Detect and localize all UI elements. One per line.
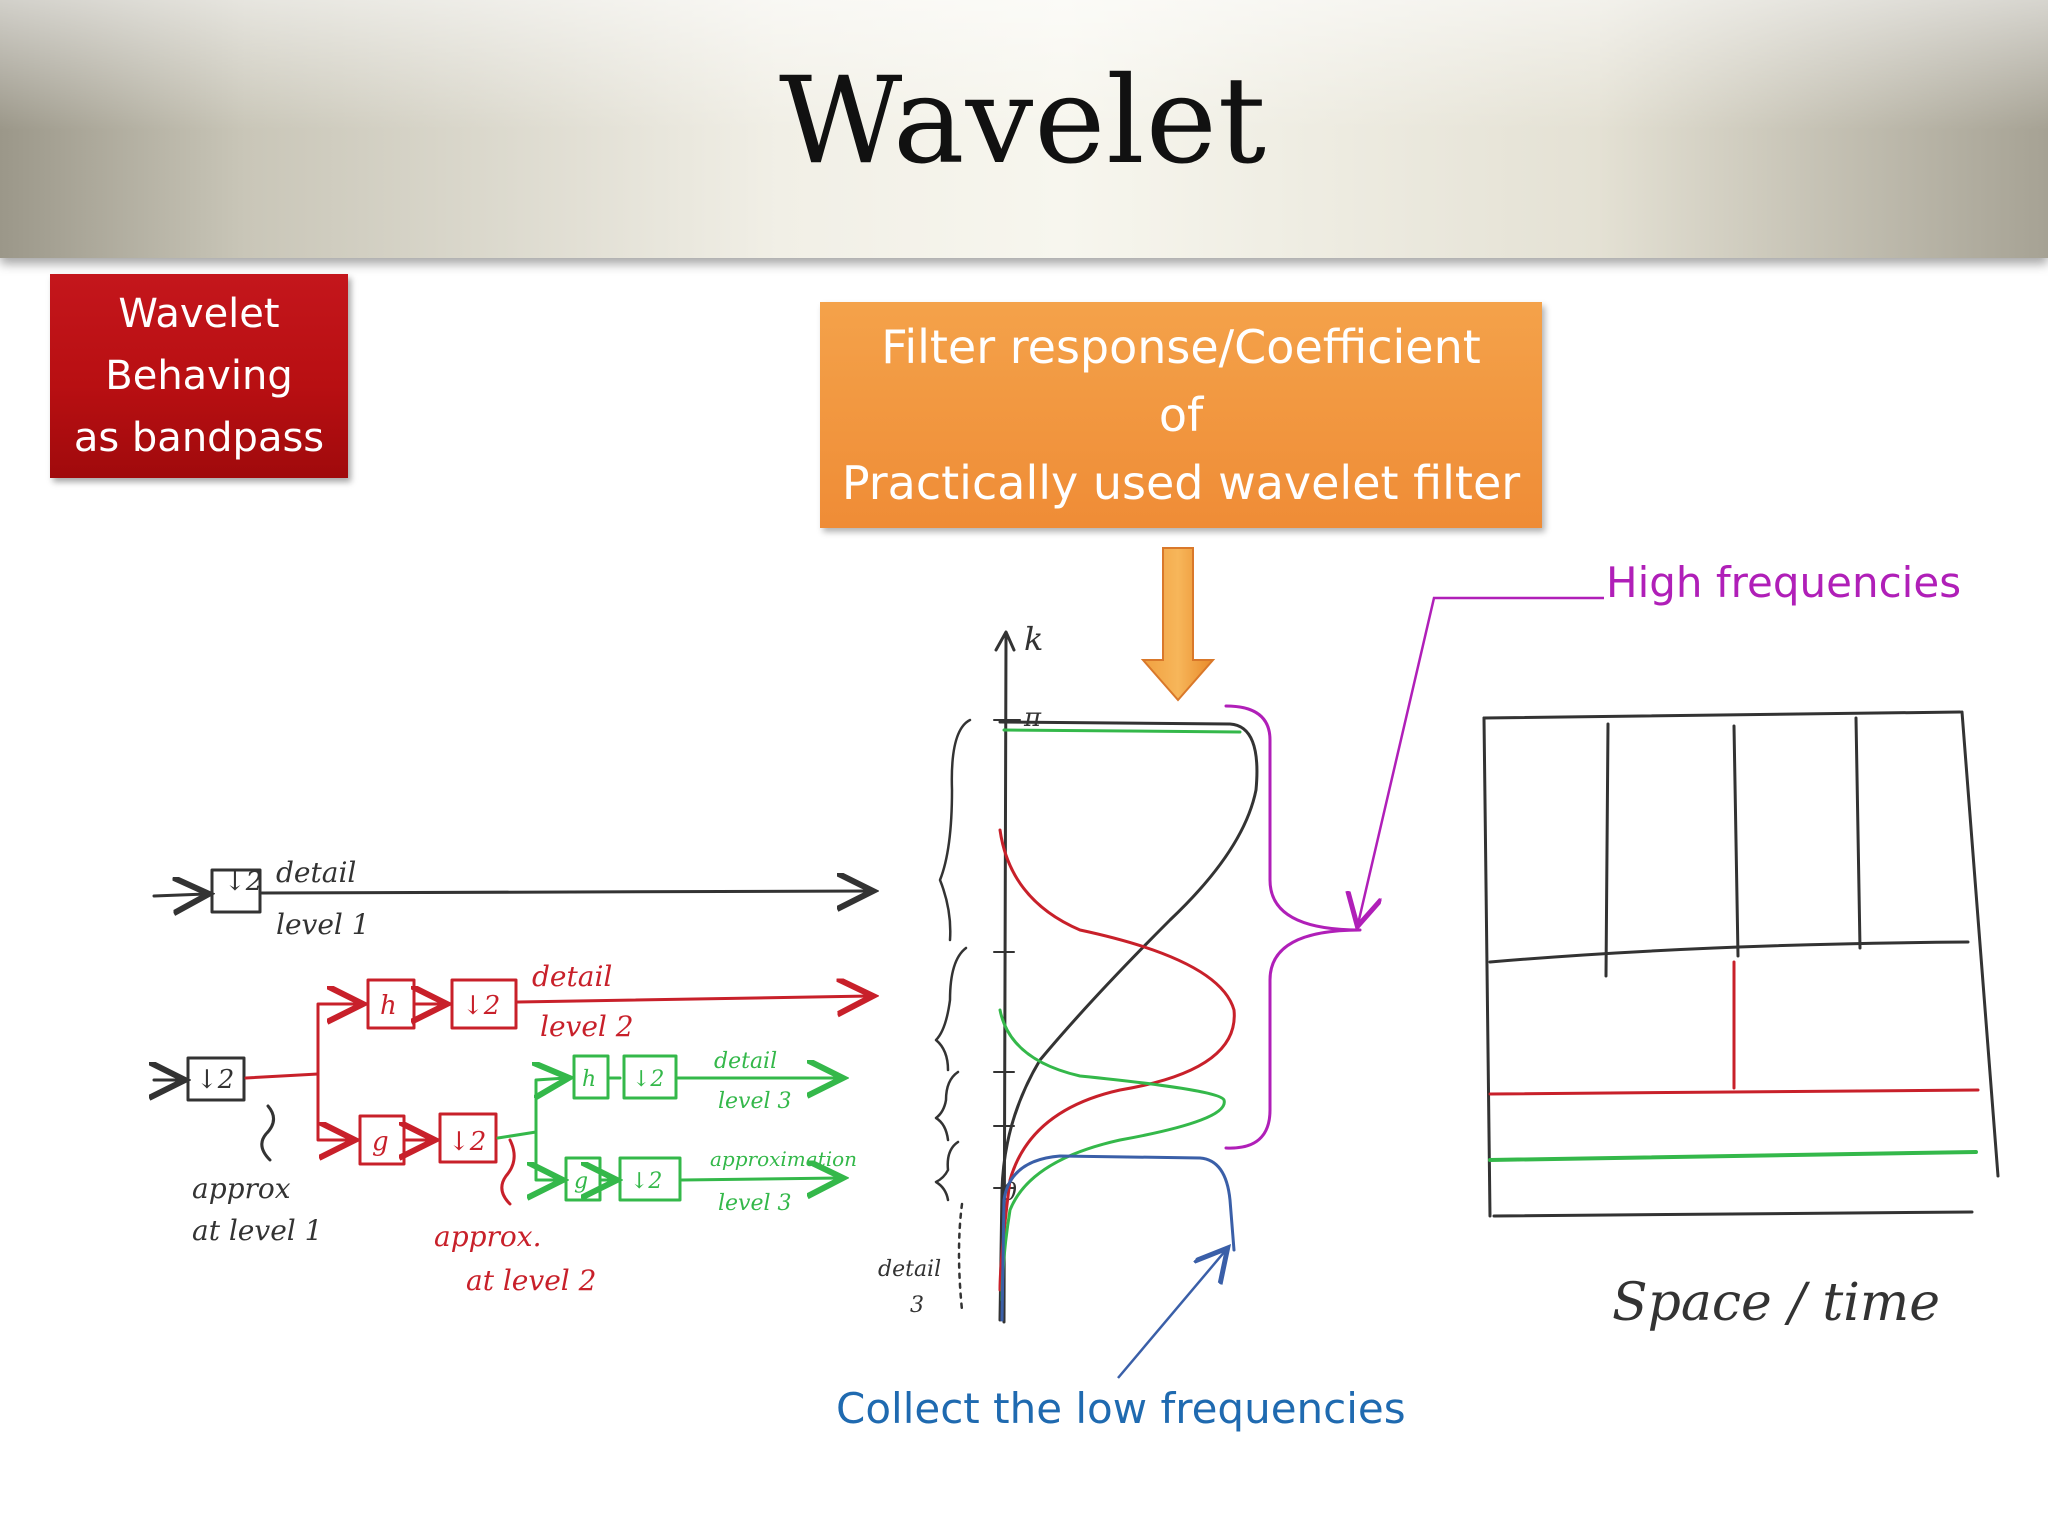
- filter-h-red: h: [380, 991, 397, 1021]
- at-level1-label: at level 1: [192, 1214, 322, 1247]
- detail1-label: detail: [276, 856, 356, 889]
- bandpass-callout: Wavelet Behaving as bandpass: [50, 274, 348, 478]
- filter-response-callout: Filter response/Coefficient of Practical…: [820, 302, 1542, 528]
- level3-paths: [496, 1054, 840, 1202]
- low-frequencies-pointer: [1117, 1250, 1226, 1379]
- approx-level3-label: level 3: [718, 1191, 792, 1216]
- bandpass-line-1: Wavelet: [118, 291, 280, 337]
- approximation3-label: approximation: [710, 1147, 857, 1171]
- high-frequencies-pointer: [1358, 596, 1604, 924]
- detail-level1-path: [152, 868, 870, 912]
- slide-title: Wavelet: [779, 52, 1267, 191]
- bandpass-line-2: Behaving: [105, 353, 293, 399]
- filter-g-green: g: [574, 1169, 588, 1194]
- space-time-tiling: Space / time: [1482, 710, 2000, 1333]
- detail2-label: detail: [532, 960, 612, 993]
- high-frequency-brace: [1224, 704, 1362, 1150]
- down2-label-2: ↓2: [196, 1065, 234, 1095]
- detail3-response-curve: [998, 1008, 1226, 1302]
- level1-label: level 1: [276, 908, 370, 941]
- input-level2: [154, 1056, 246, 1102]
- filter-line-3: Practically used wavelet filter: [841, 456, 1521, 510]
- at-level2-label: at level 2: [466, 1264, 596, 1297]
- orange-down-arrow-icon: [1140, 547, 1216, 702]
- detail1-response-curve: [998, 720, 1259, 1322]
- low-frequencies-label: Collect the low frequencies: [836, 1384, 1406, 1433]
- down2-red: ↓2: [462, 991, 500, 1021]
- high-frequencies-label: High frequencies: [1606, 558, 1962, 607]
- approx2-squiggle: [500, 1138, 516, 1206]
- level-braces: [934, 718, 972, 1312]
- down2-label-1: ↓2: [224, 867, 262, 897]
- k-axis-label: k: [1024, 620, 1043, 658]
- frequency-response-plot: k π 0 detail 3: [878, 620, 1362, 1324]
- title-bar: Wavelet: [0, 0, 2048, 258]
- detail3-axis-num: 3: [910, 1293, 924, 1318]
- level3-label: level 3: [718, 1089, 792, 1114]
- down2-green-2: ↓2: [630, 1169, 662, 1194]
- approx2-label: approx.: [434, 1220, 541, 1253]
- approx1-squiggle: [260, 1104, 275, 1162]
- detail3-axis-label: detail: [878, 1257, 941, 1282]
- detail-level2-path: [244, 980, 870, 1166]
- down2-red-2: ↓2: [448, 1127, 486, 1157]
- approx1-label: approx: [192, 1172, 291, 1205]
- detail3-label: detail: [714, 1049, 777, 1074]
- filter-h-green: h: [582, 1067, 596, 1092]
- pi-label: π: [1023, 703, 1042, 733]
- bandpass-line-3: as bandpass: [73, 415, 325, 461]
- filter-g-red: g: [372, 1127, 389, 1157]
- filter-line-1: Filter response/Coefficient: [881, 320, 1481, 374]
- space-time-label: Space / time: [1612, 1273, 1940, 1333]
- filter-line-2: of: [1158, 388, 1204, 442]
- approx3-response-curve: [1000, 1154, 1236, 1322]
- filter-bank: ↓2 detail level 1 ↓2 h ↓2 g ↓2 detail le…: [154, 856, 870, 1297]
- down2-green: ↓2: [632, 1067, 664, 1092]
- axis-ticks: [993, 719, 1021, 1189]
- level2-label: level 2: [540, 1010, 634, 1043]
